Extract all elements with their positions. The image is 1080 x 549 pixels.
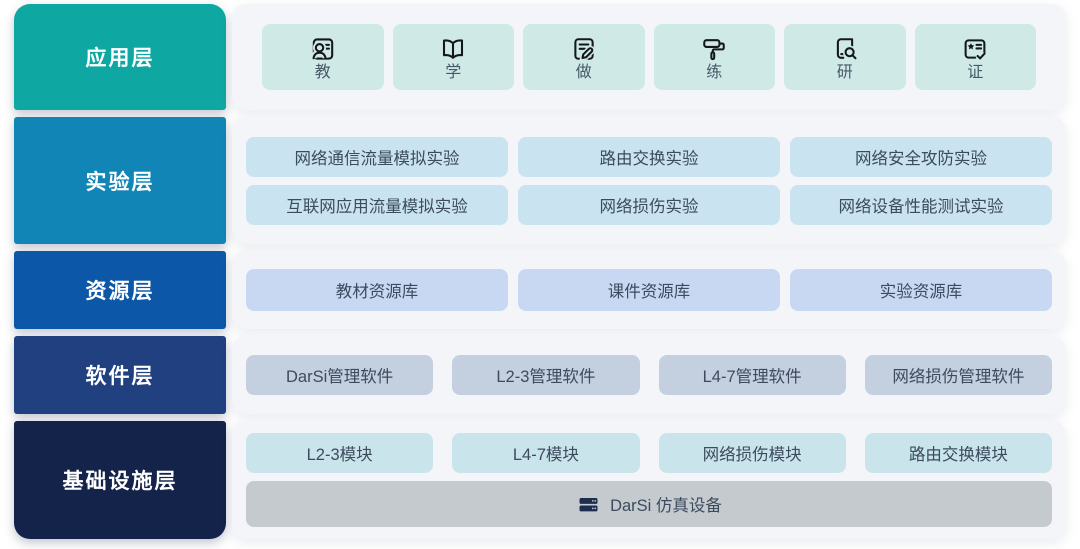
open-book-icon xyxy=(438,34,468,64)
app-item-label: 教 xyxy=(314,63,331,81)
software-item: L4-7管理软件 xyxy=(658,355,846,395)
layer-label-infrastructure: 基础设施层 xyxy=(62,470,178,493)
simulation-device-label: DarSi 仿真设备 xyxy=(610,497,722,515)
layer-label-software: 软件层 xyxy=(85,365,155,388)
teacher-card-icon xyxy=(308,34,338,64)
layer-block-software: 软件层 xyxy=(14,336,226,414)
app-item-do: 做 xyxy=(523,24,645,90)
experiment-item: 网络损伤实验 xyxy=(518,184,780,225)
module-row: L2-3模块 L4-7模块 网络损伤模块 路由交换模块 xyxy=(246,433,1052,473)
software-row: DarSi管理软件 L2-3管理软件 L4-7管理软件 网络损伤管理软件 xyxy=(246,355,1052,395)
module-item: L4-7模块 xyxy=(452,433,640,473)
paint-roller-icon xyxy=(699,34,729,64)
layer-block-application: 应用层 xyxy=(14,4,226,110)
app-item-label: 做 xyxy=(575,63,592,81)
layer-block-experiment: 实验层 xyxy=(14,117,226,244)
experiment-layer-panel: 网络通信流量模拟实验 路由交换实验 网络安全攻防实验 互联网应用流量模拟实验 网… xyxy=(232,117,1066,244)
app-item-label: 研 xyxy=(836,63,853,81)
resource-item: 实验资源库 xyxy=(790,269,1052,311)
layer-label-resource: 资源层 xyxy=(85,280,155,303)
app-item-certify: 证 xyxy=(914,24,1036,90)
app-item-label: 证 xyxy=(967,63,984,81)
infrastructure-layer-panel: L2-3模块 L4-7模块 网络损伤模块 路由交换模块 xyxy=(232,421,1066,539)
module-item: 网络损伤模块 xyxy=(658,433,846,473)
app-item-label: 学 xyxy=(445,63,462,81)
book-search-icon xyxy=(830,34,860,64)
experiment-item: 路由交换实验 xyxy=(518,136,780,177)
app-item-research: 研 xyxy=(784,24,906,90)
server-stack-icon xyxy=(576,492,601,517)
app-item-practice: 练 xyxy=(653,24,775,90)
layer-label-application: 应用层 xyxy=(85,47,155,70)
experiment-item: 网络通信流量模拟实验 xyxy=(246,136,508,177)
software-item: 网络损伤管理软件 xyxy=(864,355,1052,395)
resource-row: 教材资源库 课件资源库 实验资源库 xyxy=(246,269,1052,311)
app-item-learn: 学 xyxy=(392,24,514,90)
application-layer-panel: 教 学 xyxy=(232,4,1066,110)
app-item-teach: 教 xyxy=(262,24,384,90)
diagram-grid: 应用层 xyxy=(14,4,1066,539)
experiment-row-2: 互联网应用流量模拟实验 网络损伤实验 网络设备性能测试实验 xyxy=(246,184,1052,225)
certificate-check-icon xyxy=(960,34,990,64)
software-layer-panel: DarSi管理软件 L2-3管理软件 L4-7管理软件 网络损伤管理软件 xyxy=(232,336,1066,414)
experiment-item: 网络安全攻防实验 xyxy=(790,136,1052,177)
experiment-item: 网络设备性能测试实验 xyxy=(790,184,1052,225)
resource-layer-panel: 教材资源库 课件资源库 实验资源库 xyxy=(232,251,1066,329)
simulation-device-bar: DarSi 仿真设备 xyxy=(246,481,1052,527)
experiment-row-1: 网络通信流量模拟实验 路由交换实验 网络安全攻防实验 xyxy=(246,136,1052,177)
layer-label-experiment: 实验层 xyxy=(85,170,155,194)
document-edit-icon xyxy=(569,34,599,64)
layer-block-infrastructure: 基础设施层 xyxy=(14,421,226,539)
module-item: L2-3模块 xyxy=(246,433,434,473)
resource-item: 教材资源库 xyxy=(246,269,508,311)
module-item: 路由交换模块 xyxy=(864,433,1052,473)
layer-block-resource: 资源层 xyxy=(14,251,226,329)
software-item: DarSi管理软件 xyxy=(246,355,434,395)
software-item: L2-3管理软件 xyxy=(452,355,640,395)
app-item-label: 练 xyxy=(706,63,723,81)
resource-item: 课件资源库 xyxy=(518,269,780,311)
experiment-item: 互联网应用流量模拟实验 xyxy=(246,184,508,225)
